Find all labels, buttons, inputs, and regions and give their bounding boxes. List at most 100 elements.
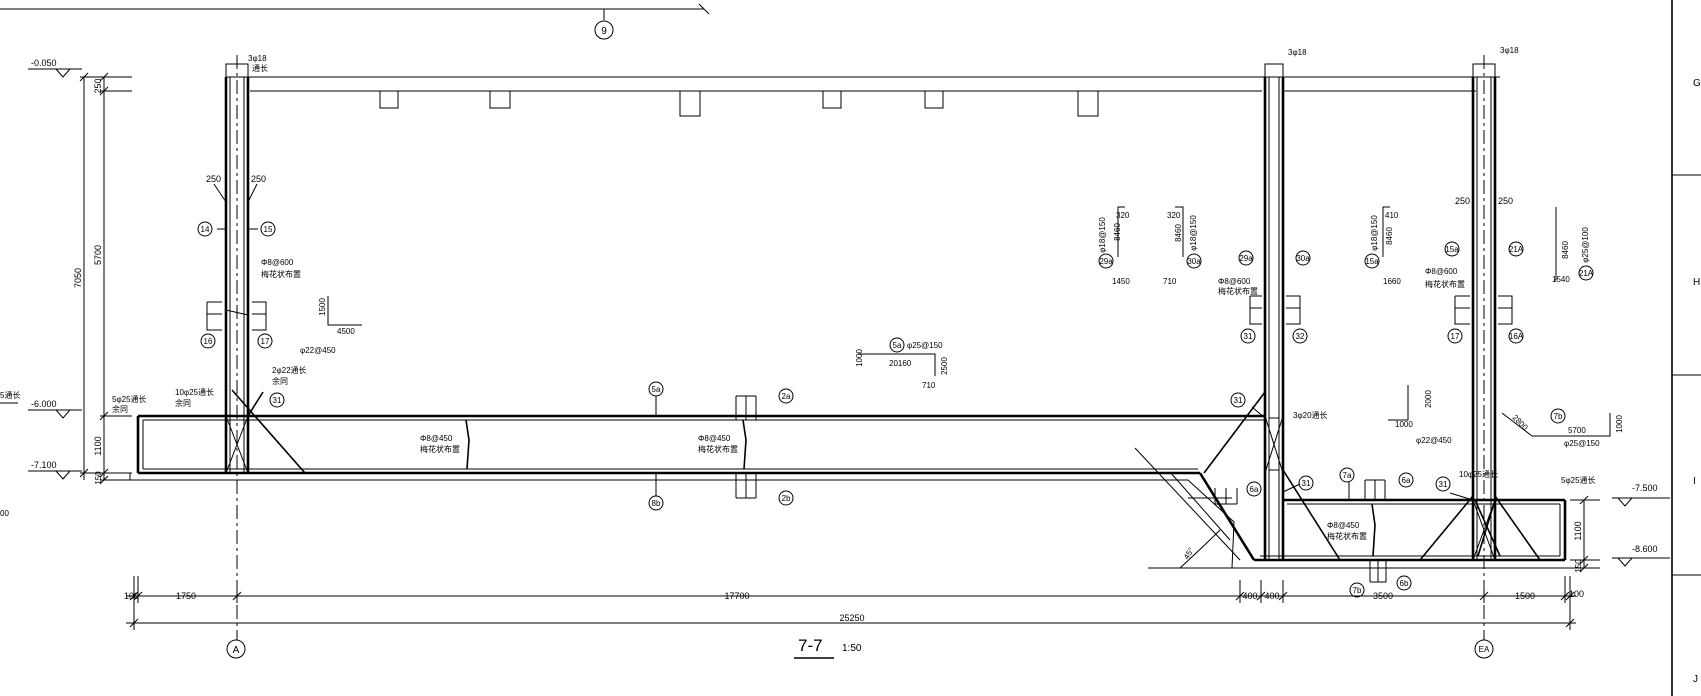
mark-15: 15 (264, 225, 273, 234)
row-label-g: G (1693, 78, 1701, 89)
detail4-spec: φ18@150 (1189, 215, 1198, 251)
detail1-1500: 1500 (318, 298, 327, 316)
top-axis-line (0, 3, 710, 20)
mark-16a: 16A (1509, 332, 1524, 341)
mark-6a-right: 6a (1402, 476, 1411, 485)
wall-250-a: 250 (206, 174, 221, 184)
detail3-320: 320 (1116, 211, 1130, 220)
dim-400-b: 400 (1264, 591, 1279, 601)
section-scale: 1:50 (842, 643, 862, 654)
top-bar-mid: 3φ18 (1288, 48, 1307, 57)
slab-corner-note: 余同 (175, 398, 191, 408)
mark-14: 14 (201, 225, 210, 234)
dim-right-1100: 1100 (1573, 521, 1583, 540)
detail2-710: 710 (922, 381, 936, 390)
slab-stirrup-1: Φ8@450 (420, 434, 453, 443)
roof-frame (226, 76, 1500, 117)
axis-ea-bubble (1474, 639, 1494, 659)
slab-stirrup-2: Φ8@450 (698, 434, 731, 443)
stirrup-left-note: 梅花状布置 (261, 269, 301, 279)
detail8-2800: 2800 (1511, 413, 1530, 432)
detail5-spec: φ18@150 (1370, 215, 1379, 251)
leader-lines (213, 183, 1474, 501)
mark-8b: 8b (652, 499, 661, 508)
detail3-1450: 1450 (1112, 277, 1130, 286)
dim-right-150: 150 (1574, 559, 1583, 573)
slab-right-bar: 3φ20通长 (1293, 410, 1328, 420)
top-bar-left: 3φ18 (248, 54, 267, 63)
slab-stirrup-2-note: 梅花状布置 (698, 444, 738, 454)
mark-5a: 5a (652, 385, 661, 394)
row-label-j: J (1693, 674, 1698, 685)
mark-15a-wall: 15a (1445, 245, 1459, 254)
wall-250-b: 250 (251, 174, 266, 184)
dim-3500: 3500 (1373, 591, 1393, 601)
detail2-1000: 1000 (855, 349, 864, 367)
dim-total-25250: 25250 (839, 613, 864, 623)
slab-stirrup-1-note: 梅花状布置 (420, 444, 460, 454)
slab-ties (465, 419, 1376, 557)
detail2-mark: 5a (893, 341, 902, 350)
slab-end-bar-right: 5φ25通长 (1561, 475, 1596, 485)
stirrup-right: Φ8@600 (1425, 267, 1458, 276)
detail1-4500: 4500 (337, 327, 355, 336)
detail4-8460: 8460 (1174, 224, 1183, 242)
mark-30a: 30a (1296, 254, 1310, 263)
level-top: -0.050 (31, 58, 57, 68)
edge-zero-label: 00 (0, 509, 9, 518)
detail3-mark: 29a (1099, 257, 1113, 266)
slab-stirrup-3-note: 梅花状布置 (1327, 531, 1367, 541)
pit-slab (1134, 447, 1567, 569)
detail5-1660: 1660 (1383, 277, 1401, 286)
edge-partial-label: 5通长 (0, 390, 20, 400)
detail2-spec: φ25@150 (907, 341, 943, 350)
detail4-320: 320 (1167, 211, 1181, 220)
axis-9-bubble (594, 20, 614, 40)
top-bar-left-note: 通长 (252, 63, 268, 73)
level-right-mid: -7.500 (1632, 483, 1658, 493)
right-dimensions (1570, 495, 1600, 573)
mark-17: 17 (261, 337, 270, 346)
mark-6a-left: 6a (1250, 485, 1259, 494)
dim-100-left: 100 (124, 591, 139, 601)
detail4-710: 710 (1163, 277, 1177, 286)
bar-detail-shapes (327, 206, 1611, 437)
detail8-5700: 5700 (1568, 426, 1586, 435)
section-title: 7-7 (798, 636, 823, 655)
dim-1750: 1750 (176, 591, 196, 601)
detail8-mark: 7b (1554, 412, 1563, 421)
dim-1500: 1500 (1515, 591, 1535, 601)
mark-circles (197, 221, 1594, 598)
dim-150: 150 (94, 471, 103, 485)
axis-a-label: A (233, 645, 240, 656)
mark-31-left: 31 (273, 396, 282, 405)
detail6-8460: 8460 (1561, 241, 1570, 259)
mark-21a-wall: 21A (1509, 245, 1524, 254)
slab-left-bar-note: 余同 (112, 404, 128, 414)
stirrup-left: Φ8@600 (261, 258, 294, 267)
row-label-h: H (1693, 277, 1700, 288)
mark-16: 16 (204, 337, 213, 346)
detail5-8460: 8460 (1385, 227, 1394, 245)
mark-17-right: 17 (1451, 332, 1460, 341)
detail2-20160: 20160 (889, 359, 912, 368)
haunch-bars (231, 389, 1541, 561)
row-label-i: I (1693, 476, 1696, 487)
detail6-mark: 21A (1579, 269, 1594, 278)
base-slab (129, 414, 1572, 569)
mark-6b: 6b (1400, 579, 1409, 588)
axis-a-bubble (226, 639, 246, 659)
slab-add-note: 余同 (272, 376, 288, 386)
mark-32: 32 (1296, 332, 1305, 341)
detail7-spec: φ22@450 (1416, 436, 1452, 445)
right-wall (1471, 63, 1497, 560)
row-ticks (1672, 174, 1701, 576)
detail7-2000: 2000 (1424, 390, 1433, 408)
mark-31-pit: 31 (1302, 479, 1311, 488)
stirrup-right-note: 梅花状布置 (1425, 279, 1465, 289)
middle-wall (1263, 63, 1285, 560)
slab-corner-bar: 10φ25通长 (175, 387, 214, 397)
top-bar-right: 3φ18 (1500, 46, 1519, 55)
mark-31-haunch: 31 (1234, 396, 1243, 405)
axis-9-label: 9 (601, 26, 607, 37)
